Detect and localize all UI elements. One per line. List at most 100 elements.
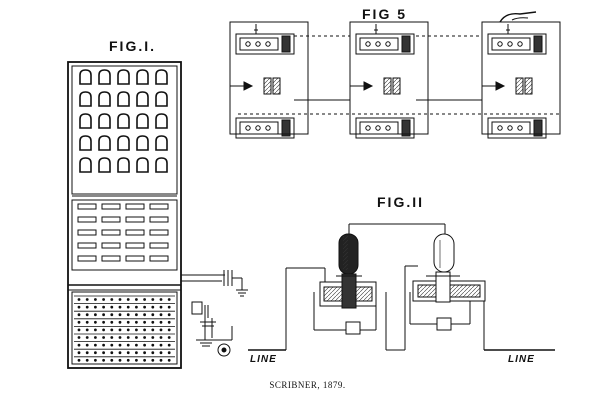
terminal: [255, 125, 261, 131]
jack-dot: [159, 358, 163, 362]
jack-dot: [143, 336, 147, 339]
annunciator-drop: [117, 91, 130, 107]
terminal: [497, 125, 503, 131]
terminal: [507, 125, 513, 131]
jack-dot: [159, 328, 163, 332]
jack-dot: [118, 298, 122, 301]
jack-dot: [143, 298, 147, 301]
terminal: [385, 125, 391, 131]
handset: [281, 119, 291, 137]
switch-key-slot: [77, 216, 97, 223]
jack-dot: [110, 351, 114, 355]
jack-dot: [77, 336, 81, 339]
switch-key-slot: [77, 203, 97, 210]
jack-dot: [118, 305, 122, 309]
coil: [515, 77, 524, 95]
annunciator-drop: [98, 69, 111, 85]
left-instrument: [313, 233, 377, 335]
jack-dot: [85, 298, 89, 301]
jack-dot: [102, 305, 105, 309]
jack-field: [74, 295, 175, 362]
terminal: [245, 125, 251, 131]
telephone-box: [491, 37, 531, 51]
jack-dot: [135, 358, 138, 362]
annunciator-drop: [155, 135, 168, 151]
jack-dot: [110, 320, 114, 324]
coil: [383, 77, 392, 95]
jack-dot: [135, 336, 138, 339]
jack-dot: [110, 305, 114, 309]
jack-dot: [85, 320, 89, 324]
terminal: [265, 125, 271, 131]
jack-dot: [102, 328, 105, 332]
switch-key-slot: [101, 255, 121, 262]
annunciator-drop: [136, 135, 149, 151]
annunciator-drop: [155, 91, 168, 107]
fig5-exchange-stations: [229, 11, 561, 139]
jack-dot: [118, 343, 122, 347]
jack-dot: [135, 313, 138, 317]
jack-dot: [94, 305, 97, 309]
jack-dot: [118, 313, 122, 317]
jack-dot: [110, 328, 114, 332]
switch-key-slot: [125, 255, 145, 262]
switch-arrow: [363, 81, 374, 91]
annunciator-drop: [117, 113, 130, 129]
annunciator-drop: [79, 113, 92, 129]
jack-dot: [143, 358, 147, 362]
jack-dot: [159, 343, 163, 347]
terminal: [497, 41, 503, 47]
jack-dot: [135, 328, 138, 332]
pointing-hand-icon: [511, 17, 529, 21]
jack-dot: [126, 313, 130, 317]
jack-dot: [167, 305, 171, 309]
jack-dot: [167, 313, 171, 317]
jack-dot: [151, 358, 155, 362]
jack-dot: [167, 343, 171, 347]
station-frame: [481, 21, 561, 135]
jack-dot: [143, 351, 147, 355]
fig1-switchboard: [67, 61, 182, 369]
jack-dot: [102, 358, 105, 362]
terminal: [517, 41, 523, 47]
jack-dot: [167, 358, 171, 362]
jack-dot: [135, 320, 138, 324]
handset: [533, 119, 543, 137]
jack-dot: [85, 358, 89, 362]
jack-dot: [94, 298, 97, 301]
switch-key-slot: [77, 255, 97, 262]
handset: [401, 35, 411, 53]
switch-key-slot: [149, 255, 169, 262]
jack-dot: [85, 328, 89, 332]
terminal: [365, 41, 371, 47]
terminal: [245, 41, 251, 47]
annunciator-drop: [98, 91, 111, 107]
coil: [392, 77, 401, 95]
jack-dot: [77, 343, 81, 347]
annunciator-drop: [136, 91, 149, 107]
jack-dot: [167, 320, 171, 324]
jack-dot: [135, 305, 138, 309]
annunciator-drop: [136, 157, 149, 173]
right-instrument: [409, 233, 486, 331]
annunciator-drop: [155, 113, 168, 129]
switch-arrow: [495, 81, 506, 91]
terminal: [507, 41, 513, 47]
jack-dot: [94, 351, 97, 355]
terminal: [517, 125, 523, 131]
fig11-circuit: [248, 223, 555, 351]
jack-dot: [159, 305, 163, 309]
fig11-label: FIG.II: [377, 194, 424, 210]
jack-dot: [151, 351, 155, 355]
telephone-box: [239, 37, 279, 51]
terminal: [255, 41, 261, 47]
jack-dot: [126, 343, 130, 347]
jack-dot: [159, 336, 163, 339]
annunciator-drop: [98, 113, 111, 129]
jack-dot: [126, 298, 130, 301]
telephone-box: [359, 37, 399, 51]
jack-dot: [159, 320, 163, 324]
jack-dot: [94, 328, 97, 332]
jack-dot: [118, 328, 122, 332]
